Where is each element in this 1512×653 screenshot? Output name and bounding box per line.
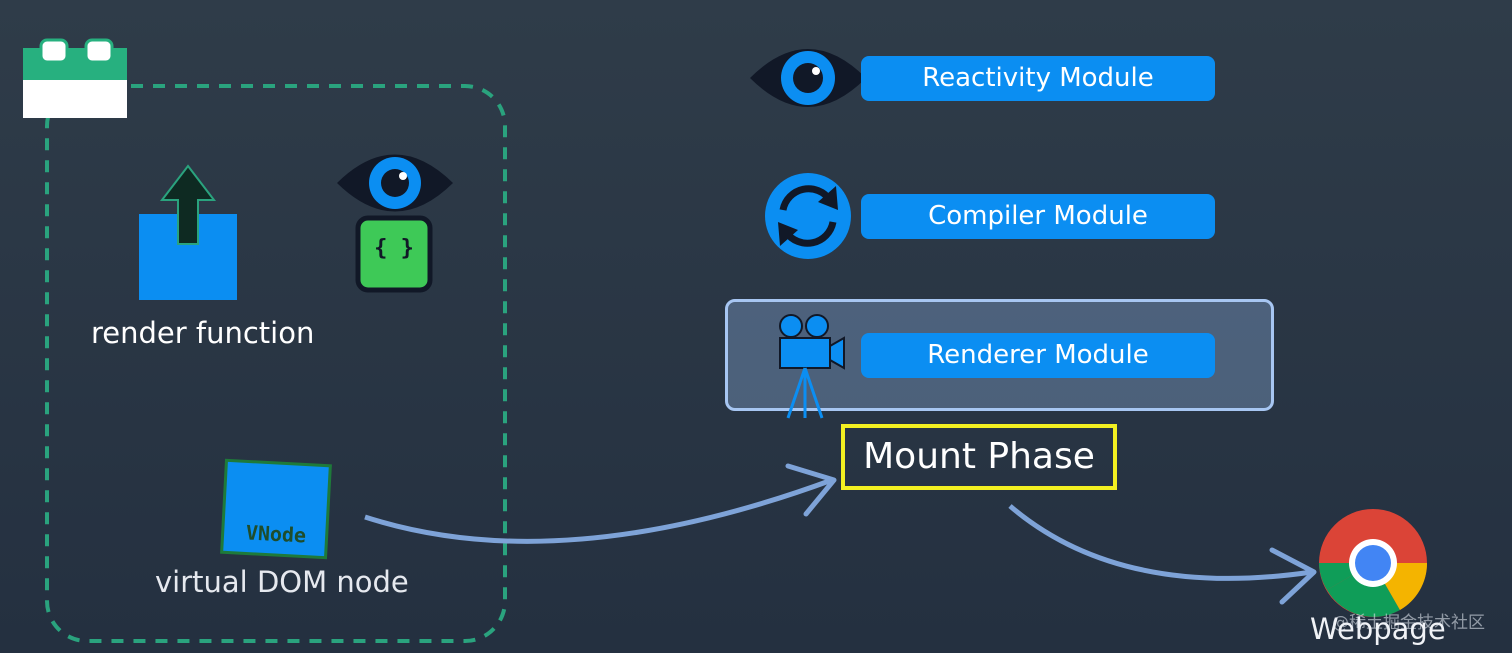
- chrome-icon: [1319, 509, 1428, 617]
- vnode-icon: [220, 458, 332, 560]
- vnode-caption: virtual DOM node: [155, 565, 409, 599]
- watermark: @稀土掘金技术社区: [1332, 613, 1485, 633]
- renderer-module-label: Renderer Module: [861, 333, 1215, 378]
- mount-phase-box: Mount Phase: [841, 424, 1117, 490]
- vnode-to-mount-arrow: [364, 477, 833, 544]
- braces-label: { }: [374, 236, 414, 261]
- reactivity-module-label: Reactivity Module: [861, 56, 1215, 101]
- sync-icon: [765, 173, 851, 259]
- arrowhead-webpage: [1269, 547, 1317, 605]
- render-function-icon: [139, 164, 237, 300]
- webpage-label: Webpage: [1310, 612, 1446, 646]
- render-function-caption: render function: [91, 316, 315, 350]
- movie-camera-icon: [779, 314, 845, 419]
- arrowhead-mount: [785, 463, 837, 517]
- component-block-icon: [23, 38, 127, 118]
- compiler-module-label: Compiler Module: [861, 194, 1215, 239]
- component-boundary: [45, 84, 507, 643]
- eye-icon: [750, 49, 866, 107]
- reactive-data-icon: [337, 154, 453, 293]
- mount-to-webpage-arrow: [1008, 504, 1313, 581]
